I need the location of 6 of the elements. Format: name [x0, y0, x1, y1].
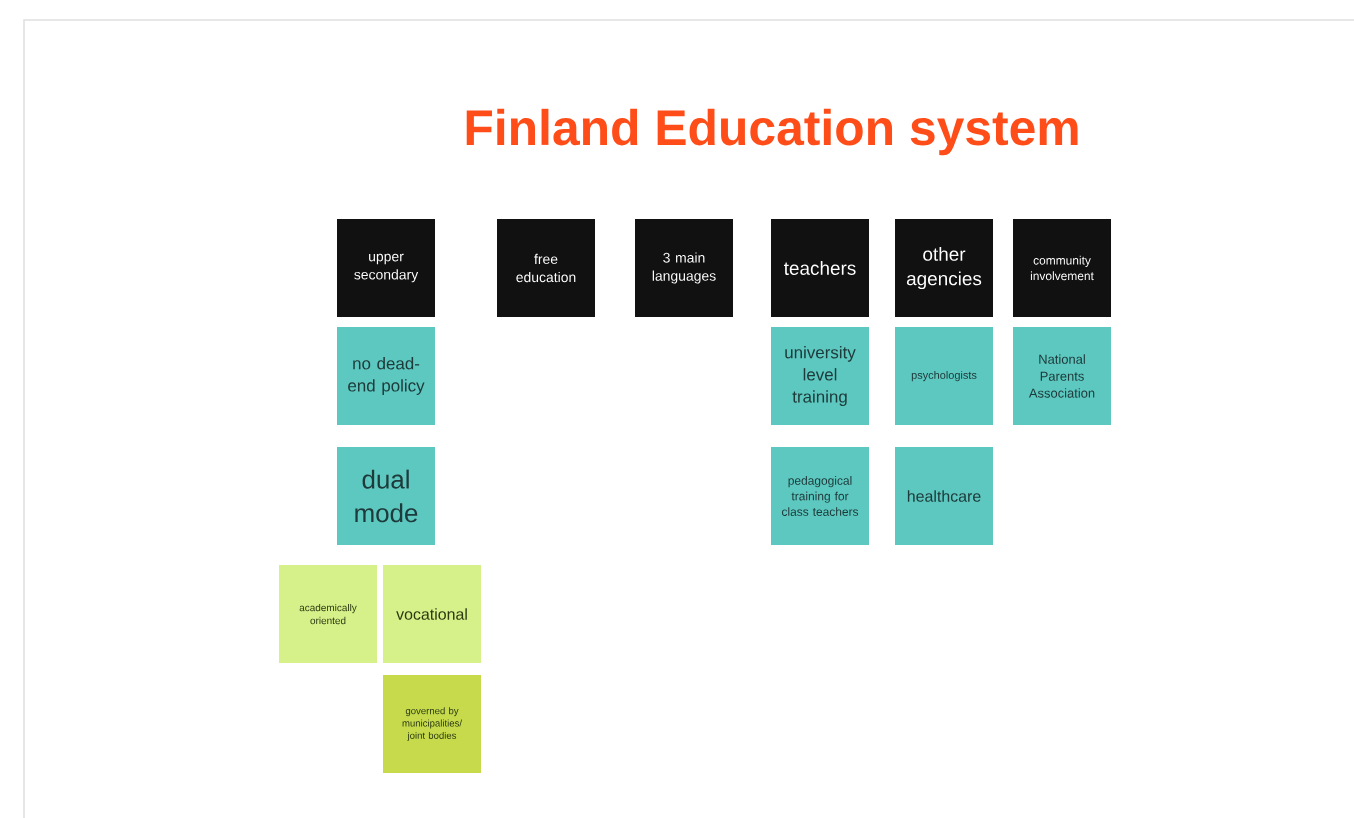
sticky-note: teachers: [771, 219, 869, 317]
sticky-note: university level training: [771, 327, 869, 425]
sticky-note: other agencies: [895, 219, 993, 317]
sticky-note: dual mode: [337, 447, 435, 545]
title: Finland Education system: [466, 108, 1078, 156]
sticky-note: no dead-end policy: [337, 327, 435, 425]
